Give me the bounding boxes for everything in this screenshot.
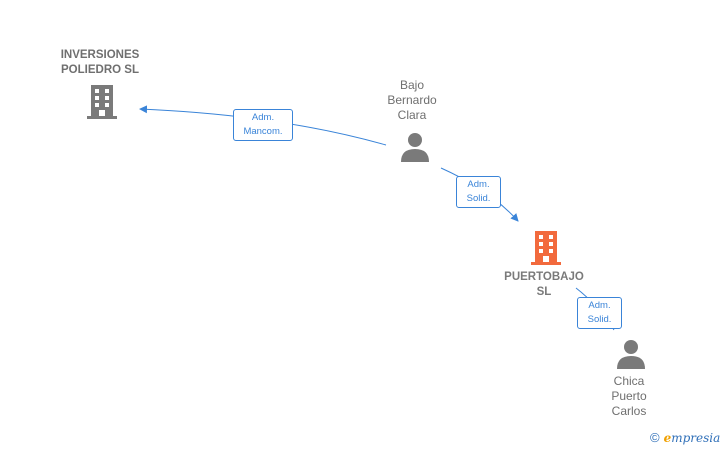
node-bajo-name-line1: Bajo: [399, 78, 425, 92]
node-inversiones-label[interactable]: INVERSIONES POLIEDRO SL: [40, 48, 160, 78]
node-chica-name-line3: Carlos: [611, 404, 647, 418]
brand-name: mpresia: [671, 430, 721, 445]
edge-label-line1: Adm.: [588, 300, 611, 311]
node-chica-name-line1: Chica: [613, 374, 645, 388]
edge-label-adm-solid[interactable]: Adm. Solid.: [577, 297, 622, 329]
edge-label-line2: Solid.: [466, 193, 491, 204]
brand-initial: e: [663, 430, 672, 445]
node-chica-label[interactable]: Chica Puerto Carlos: [589, 374, 669, 419]
edge-label-adm-mancom[interactable]: Adm. Mancom.: [233, 109, 293, 141]
edge-label-adm-solid[interactable]: Adm. Solid.: [456, 176, 501, 208]
edge-label-line1: Adm.: [251, 112, 275, 123]
person-icon[interactable]: [615, 339, 647, 369]
node-puertobajo-name-line1: PUERTOBAJO: [504, 271, 584, 283]
building-icon[interactable]: [530, 229, 562, 265]
edge-label-line2: Solid.: [587, 314, 612, 325]
person-icon[interactable]: [399, 132, 431, 162]
node-puertobajo-name-line2: SL: [536, 286, 552, 298]
copyright-symbol: ©: [650, 430, 660, 445]
node-puertobajo-label[interactable]: PUERTOBAJO SL: [484, 270, 604, 300]
node-chica-name-line2: Puerto: [611, 389, 647, 403]
building-icon[interactable]: [86, 83, 118, 119]
edge-label-line2: Mancom.: [243, 126, 283, 137]
node-bajo-label[interactable]: Bajo Bernardo Clara: [372, 78, 452, 123]
node-bajo-name-line3: Clara: [397, 108, 427, 122]
empresia-logo: © empresia: [650, 430, 720, 445]
edge-label-line1: Adm.: [467, 179, 490, 190]
node-inversiones-name-line2: POLIEDRO SL: [61, 64, 139, 76]
node-bajo-name-line2: Bernardo: [387, 93, 437, 107]
node-inversiones-name-line1: INVERSIONES: [60, 49, 140, 61]
